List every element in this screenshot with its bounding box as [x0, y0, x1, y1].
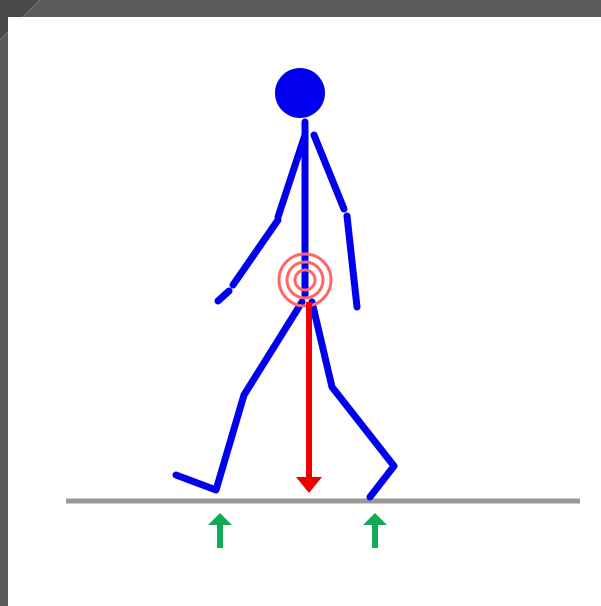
ground-reaction-arrow-right: [363, 513, 387, 548]
walking-biomechanics-diagram: [8, 17, 601, 606]
left-arm-upper: [278, 135, 305, 217]
right-leg: [312, 302, 394, 497]
right-arm-upper: [314, 135, 344, 209]
head: [275, 68, 325, 118]
right-arm-lower: [347, 216, 357, 307]
ground-reaction-arrow-left: [208, 513, 232, 548]
left-leg: [176, 302, 302, 490]
left-arm-lower: [233, 220, 278, 285]
diagram-canvas: [8, 17, 601, 606]
left-hand: [218, 291, 229, 301]
